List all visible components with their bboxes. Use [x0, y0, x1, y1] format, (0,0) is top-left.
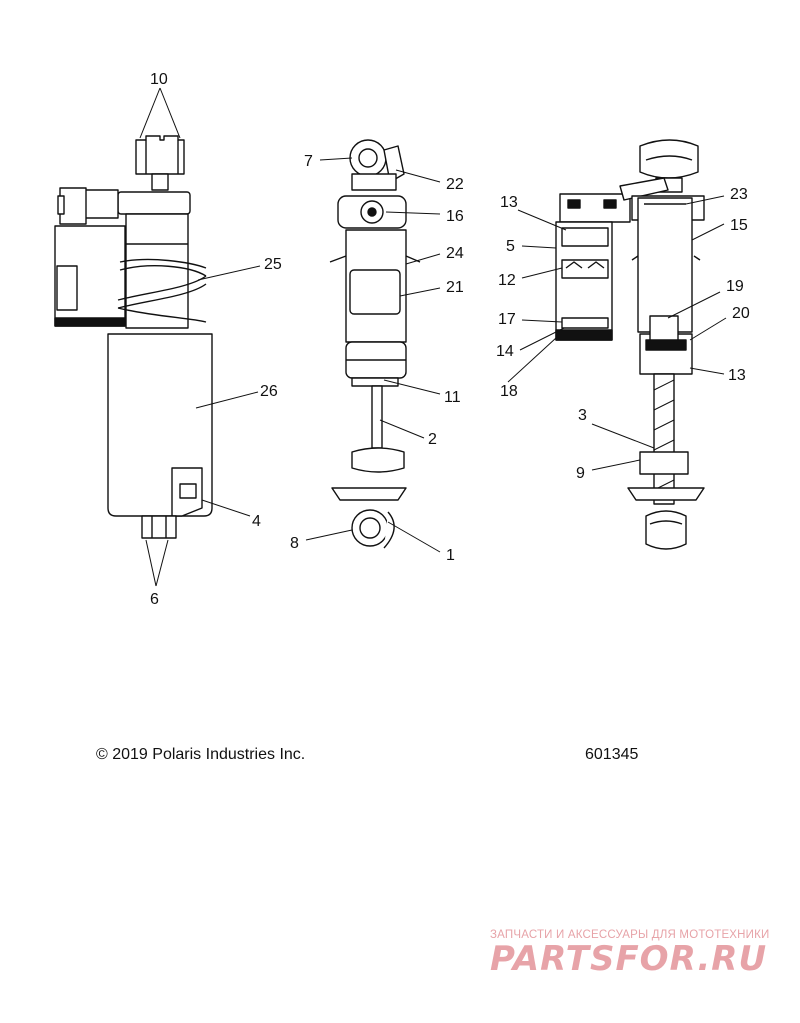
callout-19: 19 — [726, 278, 744, 295]
callout-24: 24 — [446, 245, 464, 262]
callout-20: 20 — [732, 305, 750, 322]
callout-5: 5 — [506, 238, 515, 255]
callout-22: 22 — [446, 176, 464, 193]
callout-2: 2 — [428, 431, 437, 448]
callout-25: 25 — [264, 256, 282, 273]
callout-9: 9 — [576, 465, 585, 482]
callout-4: 4 — [252, 513, 261, 530]
watermark-tagline: ЗАПЧАСТИ И АКСЕССУАРЫ ДЛЯ МОТОТЕХНИКИ — [490, 929, 770, 941]
drawing-number: 601345 — [585, 746, 639, 763]
leader-lines — [139, 87, 727, 587]
middle-shock-assembly — [329, 139, 421, 549]
callout-21: 21 — [446, 279, 464, 296]
callout-12: 12 — [498, 272, 516, 289]
callout-16: 16 — [446, 208, 464, 225]
callout-13-top: 13 — [500, 194, 518, 211]
callout-1: 1 — [446, 547, 455, 564]
callout-3: 3 — [578, 407, 587, 424]
callout-13-bottom: 13 — [728, 367, 746, 384]
watermark-logo: PARTSFOR.RU — [490, 939, 767, 979]
callout-15: 15 — [730, 217, 748, 234]
callout-6: 6 — [150, 591, 159, 608]
callout-labels: 10 25 26 4 6 7 22 16 24 21 11 2 8 1 13 2… — [150, 71, 750, 608]
callout-17: 17 — [498, 311, 516, 328]
copyright-text: © 2019 Polaris Industries Inc. — [96, 746, 306, 763]
svg-text:PARTSFOR.RU: PARTSFOR.RU — [490, 939, 767, 979]
right-shock-cutaway — [555, 139, 705, 550]
callout-14: 14 — [496, 343, 514, 360]
left-shock-assembly — [54, 135, 213, 539]
callout-23: 23 — [730, 186, 748, 203]
callout-18: 18 — [500, 383, 518, 400]
callout-10: 10 — [150, 71, 168, 88]
callout-7: 7 — [304, 153, 313, 170]
callout-8: 8 — [290, 535, 299, 552]
callout-26: 26 — [260, 383, 278, 400]
callout-11: 11 — [444, 389, 461, 406]
